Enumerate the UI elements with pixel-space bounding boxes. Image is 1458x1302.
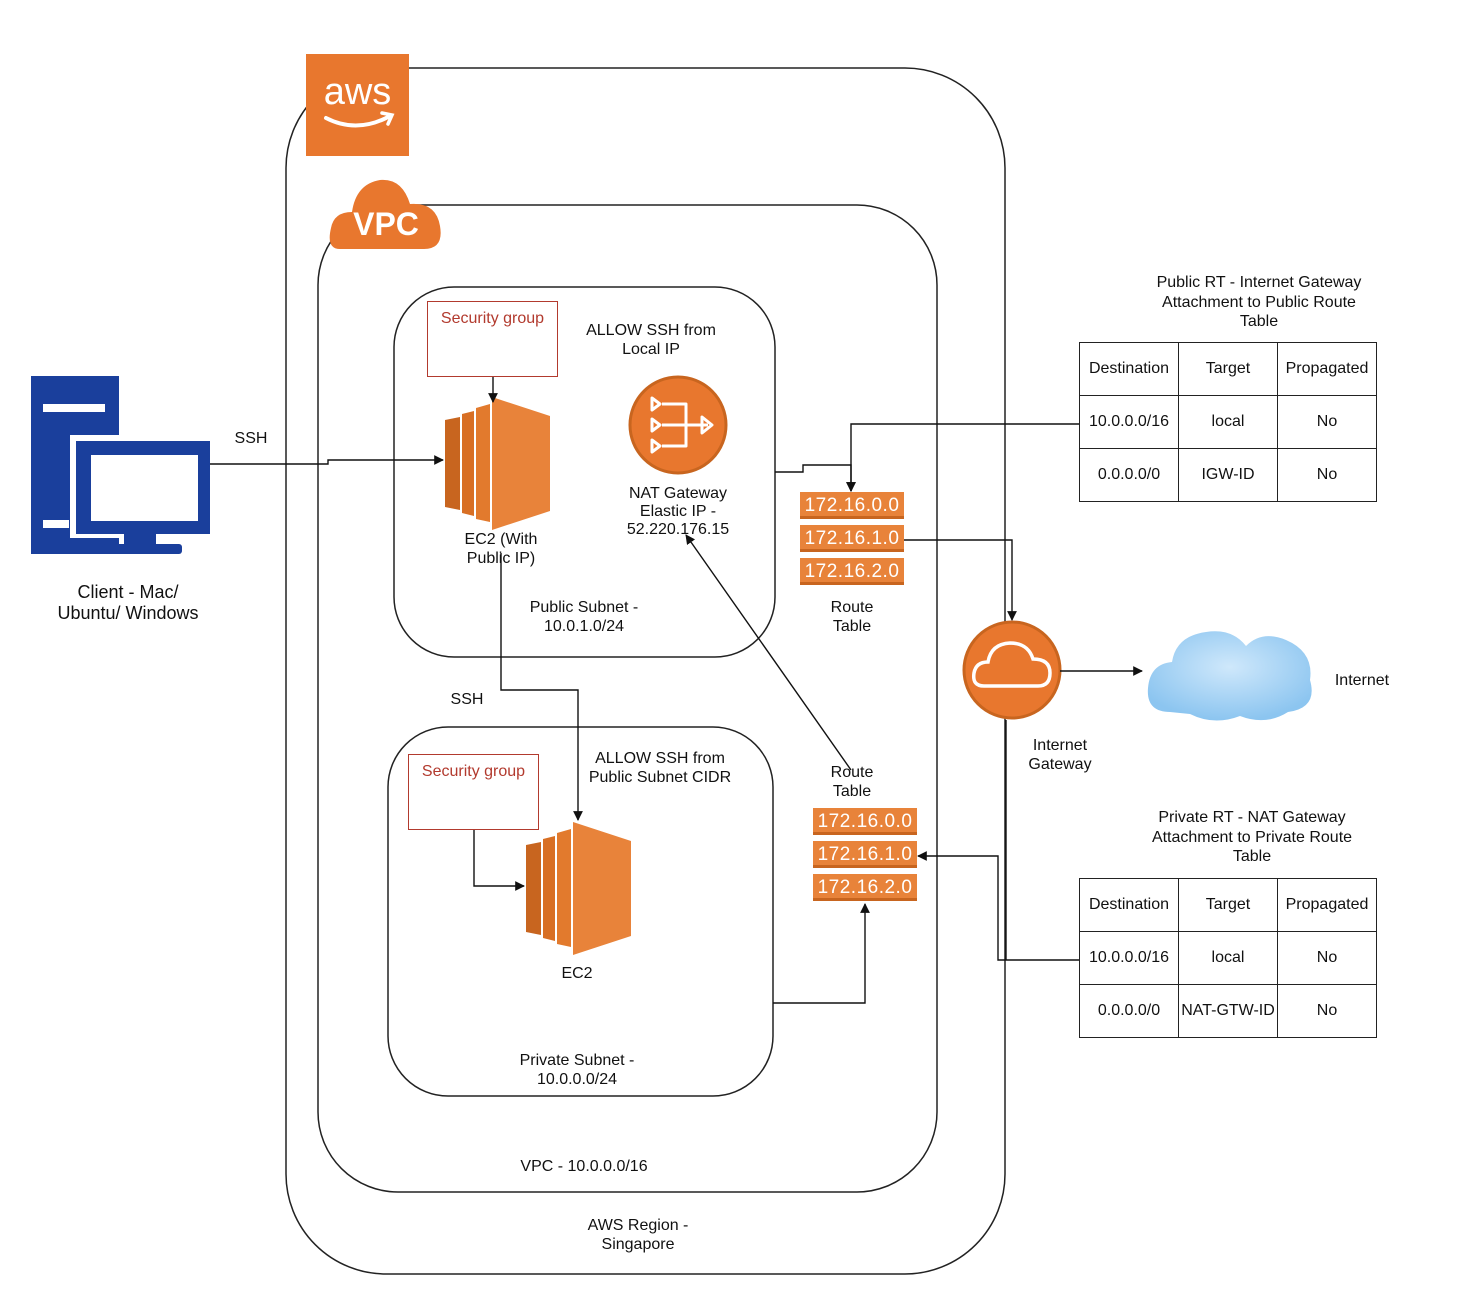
private-route-entry: 172.16.0.0 [813,808,917,835]
private-route-entry: 172.16.2.0 [813,874,917,901]
private-rt-table: Destination Target Propagated 10.0.0.0/1… [1079,878,1377,1038]
public-rt-table-to-route-table-connector [846,423,1079,492]
table-cell: No [1277,931,1377,985]
table-header-cell: Propagated [1277,878,1377,932]
vpc-cloud-icon [329,179,441,249]
nat-gateway-icon [628,375,728,475]
internet-label: Internet [1334,672,1390,689]
private-rt-table-to-route-table-connector [917,851,1079,961]
table-cell: 0.0.0.0/0 [1079,448,1179,502]
internet-cloud-icon [1147,631,1312,721]
table-header-row: Destination Target Propagated [1079,342,1377,396]
public-route-entry: 172.16.1.0 [800,525,904,552]
vpc-container [317,204,938,1193]
private-subnet-container [387,726,774,1097]
table-header-cell: Target [1178,342,1278,396]
client-to-ec2-connector [210,455,444,465]
ssh-label-client: SSH [234,430,268,447]
ec2-public-to-ec2-private-connector [500,553,583,821]
table-cell: 10.0.0.0/16 [1079,395,1179,449]
private-subnet-to-route-table-connector [773,903,870,1004]
public-rt-table: Destination Target Propagated 10.0.0.0/1… [1079,342,1377,502]
table-cell: 10.0.0.0/16 [1079,931,1179,985]
table-cell: No [1277,395,1377,449]
table-header-cell: Propagated [1277,342,1377,396]
aws-logo-text: aws [323,71,392,113]
public-route-entry: 172.16.2.0 [800,558,904,585]
table-cell: local [1178,395,1278,449]
internet-gateway-icon [962,620,1062,720]
aws-logo-icon [306,54,409,156]
table-row: 10.0.0.0/16 local No [1079,395,1377,449]
private-route-to-nat-connector [685,534,852,771]
sg-to-ec2-private-connector [473,830,525,891]
ec2-private-label: EC2 [561,965,593,982]
public-security-group: Security group [427,301,558,377]
table-cell: No [1277,448,1377,502]
ssh-label-internal: SSH [450,691,484,708]
table-row: 10.0.0.0/16 local No [1079,931,1377,985]
table-header-cell: Target [1178,878,1278,932]
public-subnet-to-route-table-connector [775,464,856,492]
vpc-label: VPC - 10.0.0.0/16 [520,1158,648,1175]
private-security-group: Security group [408,754,539,830]
ec2-public-icon [445,397,550,530]
region-label: AWS Region -Singapore [587,1217,689,1253]
table-row: 0.0.0.0/0 NAT-GTW-ID No [1079,984,1377,1038]
table-cell: 0.0.0.0/0 [1079,984,1179,1038]
route-table-to-igw-connector [904,539,1017,621]
table-cell: local [1178,931,1278,985]
public-route-entry: 172.16.0.0 [800,492,904,519]
vpc-logo-text: VPC [353,206,419,242]
private-subnet-label: Private Subnet -10.0.0.0/24 [519,1052,635,1088]
public-subnet-label: Public Subnet -10.0.1.0/24 [529,599,639,635]
table-cell: IGW-ID [1178,448,1278,502]
table-header-row: Destination Target Propagated [1079,878,1377,932]
ec2-private-icon [526,822,631,955]
table-row: 0.0.0.0/0 IGW-ID No [1079,448,1377,502]
table-cell: No [1277,984,1377,1038]
private-route-entry: 172.16.1.0 [813,841,917,868]
client-computer-icon [31,376,213,554]
client-label: Client - Mac/Ubuntu/ Windows [57,582,199,623]
table-header-cell: Destination [1079,342,1179,396]
table-header-cell: Destination [1079,878,1179,932]
table-cell: NAT-GTW-ID [1178,984,1278,1038]
